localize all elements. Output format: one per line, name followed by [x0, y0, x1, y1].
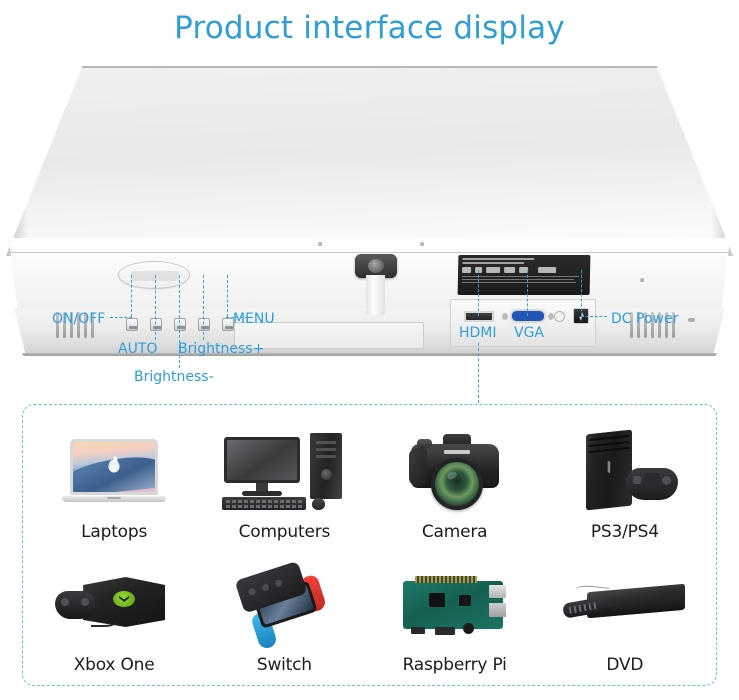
monitor-control-buttons: [126, 318, 234, 331]
dvd-player-icon: [540, 562, 710, 646]
nintendo-switch-icon: [199, 560, 369, 651]
leader-elbow-on-off: [110, 317, 132, 318]
device-cell-switch[interactable]: Switch: [199, 546, 369, 679]
leader-line-on-off: [131, 275, 132, 317]
device-label-laptops: Laptops: [81, 522, 148, 542]
monitor-back-panel: [6, 66, 733, 256]
screw-dot: [420, 242, 424, 246]
compatible-devices-box: Laptops Computers: [22, 404, 717, 686]
leader-line-vga: [527, 270, 528, 316]
label-vga: VGA: [514, 325, 545, 341]
monitor-bezel-seam: [10, 252, 729, 253]
device-cell-raspberry-pi[interactable]: Raspberry Pi: [370, 546, 540, 679]
button-menu[interactable]: [222, 318, 234, 331]
device-cell-laptops[interactable]: Laptops: [29, 413, 199, 546]
vga-port: [502, 309, 554, 323]
speaker-vent-right: [630, 312, 675, 338]
monitor-top-bevel: [82, 66, 657, 68]
leader-elbow-dc-power: [581, 316, 607, 317]
device-label-ps3-ps4: PS3/PS4: [590, 522, 659, 542]
device-cell-xbox-one[interactable]: Xbox One: [29, 546, 199, 679]
dslr-camera-icon: [370, 429, 540, 513]
device-cell-camera[interactable]: Camera: [370, 413, 540, 546]
laptop-icon: [29, 429, 199, 513]
device-cell-ps3-ps4[interactable]: PS3/PS4: [540, 413, 710, 546]
device-grid: Laptops Computers: [23, 405, 716, 685]
button-auto[interactable]: [150, 318, 162, 331]
desktop-computer-icon: [199, 429, 369, 513]
bezel-blank-panel: [234, 322, 424, 349]
page-title: Product interface display: [174, 10, 565, 46]
stand-neck: [366, 275, 385, 315]
label-brightness-down: Brightness-: [134, 369, 214, 385]
raspberry-pi-board-icon: [370, 562, 540, 646]
button-brightness-up[interactable]: [198, 318, 210, 331]
device-label-computers: Computers: [238, 522, 331, 542]
page-header: Product interface display: [0, 0, 739, 56]
leader-elbow-menu: [226, 317, 248, 318]
monitor-illustration: [0, 56, 739, 356]
playstation-console-icon: [540, 429, 710, 513]
device-label-xbox-one: Xbox One: [73, 655, 155, 675]
device-label-dvd: DVD: [606, 655, 644, 675]
device-label-switch: Switch: [256, 655, 312, 675]
label-menu: MENU: [233, 311, 275, 327]
device-label-camera: Camera: [421, 522, 488, 542]
device-cell-dvd[interactable]: DVD: [540, 546, 710, 679]
leader-line-hdmi: [478, 270, 479, 316]
screw-dot: [318, 242, 322, 246]
leader-line-brightness-up: [203, 275, 204, 340]
leader-line-menu: [227, 275, 228, 317]
kensington-lock-slot: [688, 318, 695, 322]
button-brightness-down[interactable]: [174, 318, 186, 331]
monitor-back-edge-shading: [6, 66, 733, 256]
speaker-vent-left: [56, 312, 94, 338]
screw-dot: [640, 278, 644, 282]
label-on-off: ON/OFF: [52, 311, 106, 327]
vesa-stand-mount: [355, 254, 397, 278]
monitor-bottom-edge: [22, 353, 717, 356]
button-on-off[interactable]: [126, 318, 138, 331]
leader-line-dc-power: [581, 270, 582, 316]
device-label-raspberry-pi: Raspberry Pi: [402, 655, 507, 675]
hdmi-port: [464, 311, 494, 322]
leader-line-auto: [155, 275, 156, 340]
leader-line-hdmi-to-devices: [478, 343, 479, 403]
label-brightness-up: Brightness+: [178, 341, 265, 357]
label-auto: AUTO: [118, 341, 158, 357]
label-dc-power: DC Power: [611, 311, 679, 327]
label-hdmi: HDMI: [459, 325, 497, 341]
audio-jack-port: [554, 311, 565, 322]
leader-line-brightness-down: [179, 275, 180, 368]
xbox-console-icon: [29, 562, 199, 646]
io-port-recess: [450, 299, 596, 347]
device-cell-computers[interactable]: Computers: [199, 413, 369, 546]
